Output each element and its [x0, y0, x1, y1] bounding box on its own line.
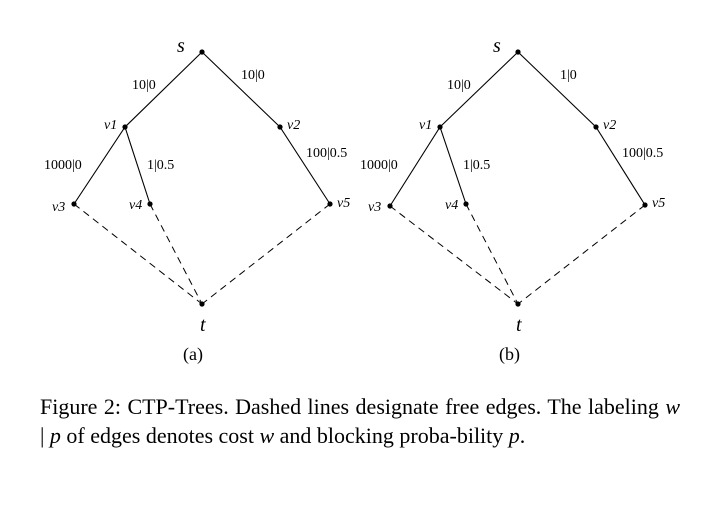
node-label-t: t — [200, 314, 206, 336]
free-edge-v5-t — [201, 203, 331, 305]
caption-math-w: w — [665, 394, 680, 419]
edge-label-v2-v5: 100|0.5 — [622, 146, 663, 161]
node-s — [199, 49, 205, 55]
edge-label-v2-v5: 100|0.5 — [306, 146, 347, 161]
caption-math-p2: p — [508, 423, 520, 448]
node-s — [515, 49, 521, 55]
edge-label-v1-v4: 1|0.5 — [147, 158, 174, 173]
node-label-v3: v3 — [368, 200, 381, 215]
ctp-tree-figure: s v1 v2 v3 v4 v5 t 10|0 10|0 1000|0 1|0.… — [44, 35, 665, 365]
caption-text-3: and blocking proba-bility — [274, 423, 509, 448]
caption-text-2: of edges denotes cost — [60, 423, 260, 448]
node-label-v1: v1 — [419, 118, 432, 133]
free-edge-v3-t — [73, 203, 203, 305]
caption-text-4: . — [519, 423, 526, 448]
caption-math-p: p — [49, 423, 61, 448]
node-label-v1: v1 — [104, 118, 117, 133]
node-v1 — [122, 124, 128, 130]
edge-v1-v3 — [389, 126, 441, 207]
node-v2 — [277, 124, 283, 130]
node-label-s: s — [177, 35, 185, 57]
free-edge-v4-t — [465, 203, 519, 305]
node-label-t: t — [516, 314, 522, 336]
node-t — [199, 301, 205, 307]
edge-v1-v4 — [439, 126, 467, 205]
node-label-v2: v2 — [287, 118, 300, 133]
edge-label-v1-v4: 1|0.5 — [463, 158, 490, 173]
edge-s-v1 — [124, 51, 203, 128]
node-v5 — [327, 201, 333, 207]
edge-s-v1 — [439, 51, 519, 128]
node-v3 — [71, 201, 77, 207]
node-v4 — [147, 201, 153, 207]
node-v2 — [593, 124, 599, 130]
node-v4 — [463, 201, 469, 207]
free-edge-v3-t — [389, 205, 519, 305]
panel-label-a: (a) — [183, 344, 203, 365]
node-label-v3: v3 — [52, 200, 65, 215]
node-v5 — [642, 202, 648, 208]
panel-label-b: (b) — [499, 344, 520, 365]
edge-v2-v5 — [279, 126, 331, 205]
free-edge-v5-t — [517, 204, 646, 305]
edge-label-v1-v3: 1000|0 — [360, 158, 398, 173]
edge-label-s-v2: 1|0 — [560, 68, 577, 83]
edge-s-v2 — [517, 51, 597, 128]
panel-a: s v1 v2 v3 v4 v5 t 10|0 10|0 1000|0 1|0.… — [44, 35, 350, 365]
free-edge-v4-t — [149, 203, 203, 305]
node-v1 — [437, 124, 443, 130]
node-label-s: s — [493, 35, 501, 57]
edge-label-s-v2: 10|0 — [241, 68, 265, 83]
node-label-v5: v5 — [337, 196, 350, 211]
caption-text-1: Figure 2: CTP-Trees. Dashed lines design… — [40, 394, 666, 419]
edge-label-v1-v3: 1000|0 — [44, 158, 82, 173]
edge-label-s-v1: 10|0 — [132, 78, 156, 93]
panel-b: s v1 v2 v3 v4 v5 t 10|0 1|0 1000|0 1|0.5… — [360, 35, 665, 365]
node-v3 — [387, 203, 393, 209]
node-t — [515, 301, 521, 307]
edge-v1-v4 — [124, 126, 151, 205]
figure-caption: Figure 2: CTP-Trees. Dashed lines design… — [40, 392, 680, 450]
edge-v1-v3 — [73, 126, 126, 205]
edge-label-s-v1: 10|0 — [447, 78, 471, 93]
node-label-v2: v2 — [603, 118, 616, 133]
node-label-v4: v4 — [129, 198, 142, 213]
edge-v2-v5 — [595, 126, 646, 206]
caption-math-w2: w — [259, 423, 275, 448]
caption-math-bar: | — [40, 423, 50, 448]
node-label-v5: v5 — [652, 196, 665, 211]
node-label-v4: v4 — [445, 198, 458, 213]
edge-s-v2 — [201, 51, 281, 128]
